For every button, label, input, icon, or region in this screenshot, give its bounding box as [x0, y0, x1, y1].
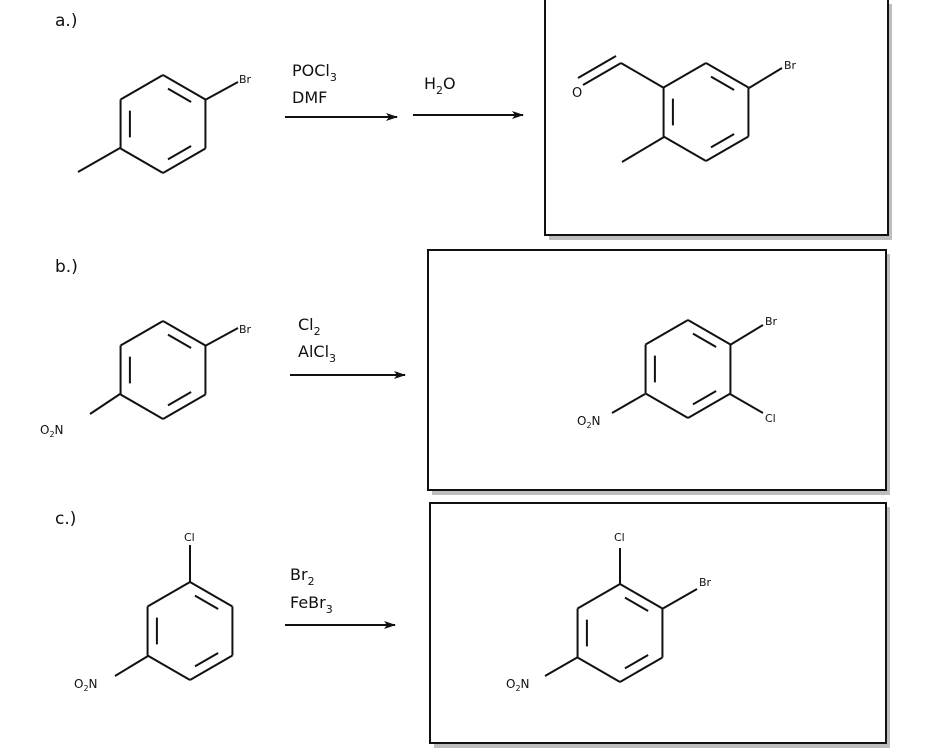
c-n-bond [611, 393, 646, 414]
double-bond [167, 391, 192, 407]
reagent-h2o: H2O [424, 74, 456, 97]
ring-bond [147, 654, 191, 681]
c-n-bond [114, 655, 149, 677]
problem-label-a: a.) [55, 11, 77, 31]
reagent-alcl3: AlCl3 [298, 342, 336, 365]
atom-br: Br [239, 323, 252, 336]
atom-br: Br [784, 59, 797, 72]
ring-bond [189, 654, 233, 681]
ring-bond [687, 392, 731, 419]
ring-bond [120, 74, 164, 101]
ring-bond [705, 135, 749, 162]
ring-bond [162, 393, 206, 420]
double-bond [692, 332, 717, 348]
c-br-bond [729, 324, 764, 346]
atom-o: O [572, 86, 582, 101]
reagent-br2: Br2 [290, 565, 315, 588]
problem-label-c: c.) [55, 509, 76, 529]
double-bond [167, 87, 192, 103]
ring-bond [162, 147, 206, 174]
double-bond [167, 333, 192, 349]
product-box-c [429, 502, 887, 744]
ring-bond [189, 581, 233, 608]
ring-bond [645, 392, 689, 419]
ring-bond [577, 656, 621, 683]
double-bond [167, 145, 192, 161]
nitro-group: O2N [506, 677, 530, 693]
c-cl-bond [729, 393, 764, 414]
problem-label-b: b.) [55, 257, 78, 277]
double-bond [194, 652, 219, 668]
ring-bond [663, 62, 707, 89]
c-br-bond [204, 81, 239, 101]
ring-bond [619, 583, 663, 610]
double-bond [692, 390, 717, 406]
atom-cl: Cl [614, 531, 625, 544]
c-br-bond [748, 67, 783, 89]
double-bond [194, 594, 219, 610]
bonds [77, 55, 783, 683]
c-o-double-bond [577, 55, 617, 79]
reagent-dmf: DMF [292, 88, 327, 107]
nitro-group: O2N [40, 423, 64, 439]
atom-br: Br [239, 73, 252, 86]
atom-cl: Cl [184, 531, 195, 544]
methyl-bond [621, 136, 665, 163]
methyl-bond [77, 147, 121, 173]
ring-bond [120, 393, 164, 420]
double-bond [710, 75, 735, 91]
double-bond [710, 133, 735, 149]
c-o-bond [582, 62, 622, 86]
atom-br: Br [699, 576, 712, 589]
c-n-bond [89, 393, 121, 415]
c-n-bond [544, 656, 579, 677]
product-box-a [544, 0, 889, 236]
reagent-cl2: Cl2 [298, 315, 321, 338]
ring-bond [619, 656, 663, 683]
ring-bond [663, 135, 707, 162]
ring-bond [162, 74, 206, 101]
ring-bond [147, 581, 191, 608]
c-br-bond [661, 588, 698, 610]
nitro-group: O2N [74, 677, 98, 693]
c-br-bond [204, 327, 239, 347]
product-box-b [427, 249, 887, 491]
ring-bond [120, 320, 164, 347]
reagent-febr3: FeBr3 [290, 593, 333, 616]
reagent-pocl3: POCl3 [292, 61, 337, 84]
double-bond [624, 654, 649, 670]
atom-cl: Cl [765, 412, 776, 425]
ring-bond [645, 319, 689, 346]
ring-bond [705, 62, 749, 89]
double-bond [624, 596, 649, 612]
nitro-group: O2N [577, 414, 601, 430]
atom-br: Br [765, 315, 778, 328]
aldehyde-bond [620, 62, 665, 89]
ring-bond [162, 320, 206, 347]
ring-bond [120, 147, 164, 174]
ring-bond [687, 319, 731, 346]
ring-bond [577, 583, 621, 610]
